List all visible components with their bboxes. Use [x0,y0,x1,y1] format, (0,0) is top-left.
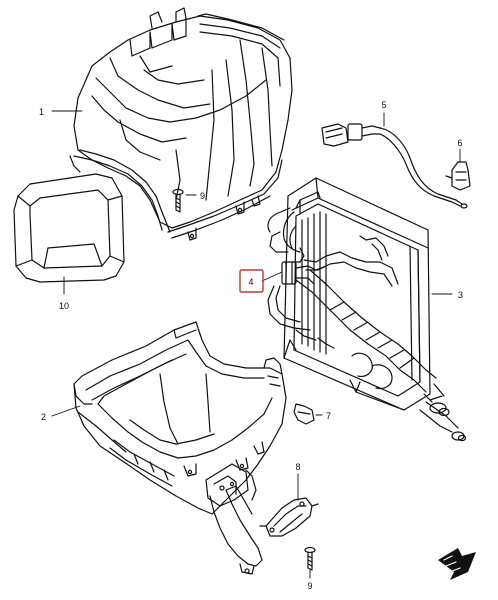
callout-4: 4 [248,277,253,287]
callout-6: 6 [457,138,462,148]
callout-7: 7 [326,411,331,421]
screw-part-9-upper [173,190,183,213]
callout-8: 8 [295,462,300,472]
filter-seal-part-10 [14,174,124,282]
bracket-part-8 [260,498,318,536]
screw-part-9-lower [305,548,315,571]
leader-lines [51,110,461,579]
callout-10: 10 [59,301,69,311]
clip-part-6 [446,162,470,190]
callout-2: 2 [41,412,46,422]
callout-labels: 1 2 3 4 5 6 7 8 9 9 10 [39,100,463,591]
callout-9-upper: 9 [200,191,205,201]
thermistor-part-5 [322,124,467,208]
callout-4-highlight-box [239,269,264,293]
upper-case-part-1 [70,8,292,240]
lower-case-part-2 [74,322,286,574]
callout-9-lower: 9 [307,581,312,591]
front-direction-arrow-icon [438,548,476,580]
evaporator-core-part-3 [268,178,466,441]
callout-3: 3 [458,290,463,300]
expansion-valve-part-4 [282,262,326,284]
callout-5: 5 [381,100,386,110]
clip-part-7 [294,404,314,424]
callout-1: 1 [39,107,44,117]
